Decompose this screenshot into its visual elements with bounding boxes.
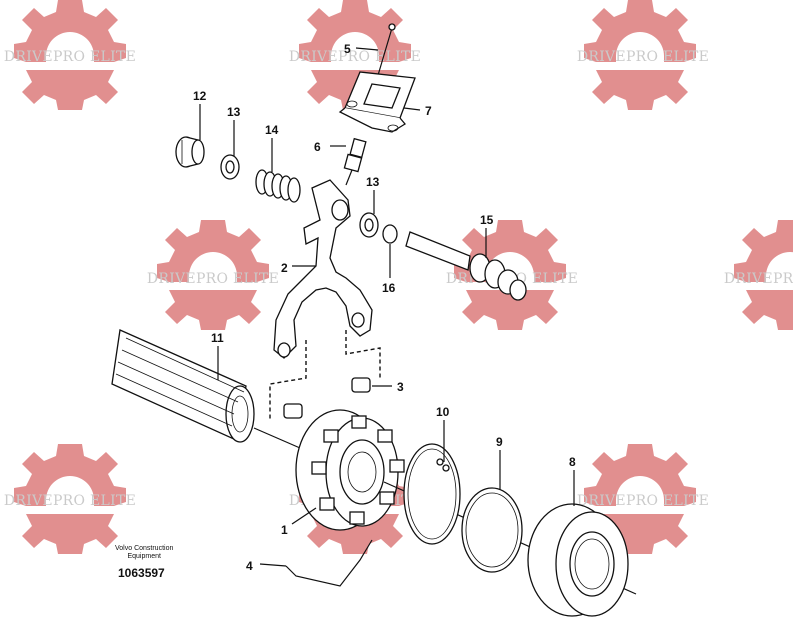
- part-dog-clutch: [295, 409, 637, 595]
- part-hub: [527, 503, 629, 617]
- callout-7: 7: [425, 104, 432, 118]
- watermark-text: DRIVEPRO ELITE: [289, 49, 421, 65]
- part-ring: [461, 487, 523, 573]
- leader-lines: [199, 47, 575, 567]
- document-number: 1063597: [118, 566, 165, 580]
- watermark-text: DRIVEPRO ELITE: [577, 49, 709, 65]
- part-shaft: [405, 231, 527, 301]
- part-washer-upper: [220, 154, 240, 180]
- watermark-text: DRIVEPRO ELITE: [724, 271, 793, 287]
- brand-line-1: Volvo Construction: [115, 545, 174, 552]
- brand-line-2: Equipment: [127, 553, 161, 560]
- part-shift-fork: [273, 179, 373, 359]
- part-sensor: [343, 137, 367, 186]
- callout-10: 10: [436, 405, 450, 419]
- callout-11: 11: [211, 331, 224, 345]
- part-bracket-assembly: [338, 23, 416, 133]
- watermark-text: DRIVEPRO ELITE: [4, 49, 136, 65]
- part-circlip: [403, 443, 461, 545]
- callout-8: 8: [569, 455, 576, 469]
- callout-labels: 1 2 3 4 5 6 7 8 9 10 11 12 13 13 14 15 1…: [193, 42, 576, 573]
- callout-16: 16: [382, 281, 396, 295]
- part-washer-lower: [359, 212, 379, 238]
- part-spring: [255, 169, 301, 203]
- part-plug: [175, 136, 205, 168]
- watermark-text: DRIVEPRO ELITE: [577, 493, 709, 509]
- callout-1: 1: [281, 523, 288, 537]
- callout-2: 2: [281, 261, 288, 275]
- callout-6: 6: [314, 140, 321, 154]
- watermark-text: DRIVEPRO ELITE: [147, 271, 279, 287]
- callout-5: 5: [344, 42, 351, 56]
- callout-3: 3: [397, 380, 404, 394]
- callout-12: 12: [193, 89, 207, 103]
- part-spring-clip: [285, 539, 373, 587]
- callout-15: 15: [480, 213, 494, 227]
- callout-14: 14: [265, 123, 279, 137]
- callout-9: 9: [496, 435, 503, 449]
- assembly-lines: [269, 330, 381, 420]
- callout-13: 13: [227, 105, 241, 119]
- part-o-ring: [382, 224, 398, 244]
- callout-13: 13: [366, 175, 380, 189]
- watermark-text: DRIVEPRO ELITE: [4, 493, 136, 509]
- part-splined-shaft: [111, 329, 301, 449]
- part-pad: [283, 377, 371, 419]
- brand-label: Volvo Construction Equipment: [115, 545, 173, 561]
- callout-4: 4: [246, 559, 253, 573]
